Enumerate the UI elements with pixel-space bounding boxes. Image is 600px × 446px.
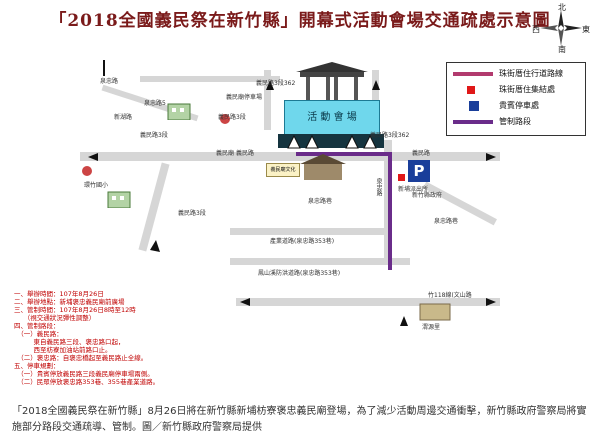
gas-station-icon-2 [82, 166, 92, 176]
arrow-southwest [150, 240, 160, 252]
temple-sign: 義民廟文化 [266, 163, 300, 177]
legend-item-gathering: 珠街厝住集結處 [447, 83, 585, 97]
legend-swatch-parking [469, 101, 479, 111]
arrow-north-2 [372, 80, 380, 90]
label-highway-118: 竹118線(文山路 [428, 292, 472, 299]
info-line: （二）民眾停放褒忠路353巷、355巷產業道路。 [14, 378, 160, 386]
label-yimin-north: 義民路3段362 [256, 80, 296, 87]
legend-item-control: 管制路段 [447, 115, 585, 129]
info-line: （一）貴賓停放義民路三段義民廟停車場兩側。 [14, 370, 154, 378]
info-line: 一、舉辦時間：107年8月26日 [14, 290, 104, 298]
label-weishan: 渭源里 [422, 324, 441, 331]
info-line: （視交通狀況彈性調整） [14, 314, 96, 322]
legend-label-parking: 貴賓停車處 [499, 101, 539, 110]
compass-east: 東 [582, 25, 590, 34]
arrow-west-2 [240, 298, 250, 306]
controlled-section-line [296, 152, 392, 270]
compass-rose: 北 南 東 西 [532, 3, 590, 54]
road-yimin-main [80, 152, 500, 161]
activity-venue: 活 動 會 場 [284, 100, 380, 136]
info-line: 東自義民路三段、褒忠路口起， [14, 338, 125, 346]
legend-label-route: 珠街厝住行道路線 [499, 69, 563, 78]
info-line: 四、管制路段： [14, 322, 60, 330]
label-xinhu: 新湖路 [114, 114, 133, 121]
arrow-west-1 [88, 153, 98, 161]
road-north-left [264, 70, 271, 130]
gathering-point-marker [398, 174, 405, 181]
label-yimin-side-4: 義民路3段 [178, 210, 206, 217]
legend-item-route: 珠街厝住行道路線 [447, 67, 585, 81]
info-line: 五、停車規劃： [14, 362, 60, 370]
yimin-temple-icon [300, 154, 346, 180]
map-title: 「2018全國義民祭在新竹縣」開幕式活動會場交通疏處示意圖 [49, 11, 551, 31]
label-huanzhu-school: 環竹國小 [84, 182, 109, 189]
arrow-east-1 [486, 153, 496, 161]
info-line: （一）義民路： [14, 330, 63, 338]
vip-parking-icon: P [408, 160, 430, 182]
legend-swatch-control [453, 120, 493, 124]
legend-label-control: 管制路段 [499, 117, 531, 126]
venue-base [278, 134, 384, 148]
label-chuanzhong-5: 泉忠路5 [144, 100, 166, 107]
legend-swatch-gathering [467, 86, 475, 94]
info-line: 西至枋寮加油站前路口止。 [14, 346, 112, 354]
compass-west: 西 [532, 25, 540, 34]
compass-south: 南 [558, 45, 566, 54]
yimin-hall-icon [419, 303, 451, 321]
info-line: 三、管制時間：107年8月26日8時至12時 [14, 306, 136, 314]
label-chuanzhong-vertical: 泉忠路 [375, 178, 382, 196]
label-temple-parking: 義民廟停車場 [226, 94, 263, 101]
label-chuanzhong-lane: 泉忠路巷 [434, 218, 459, 225]
label-yimin-mid2: 義民路 [412, 150, 431, 157]
label-chuanzhong: 泉忠路 [100, 78, 119, 85]
label-yimin-temple: 義民廟 [216, 150, 235, 157]
compass-north: 北 [558, 3, 566, 12]
label-chuanzhong-lane-2: 泉忠路巷 [308, 198, 333, 205]
control-route-overlay [88, 60, 496, 326]
photo-caption: 「2018全國義民祭在新竹縣」8月26日將在新竹縣新埔枋寮褒忠義民廟登場，為了減… [12, 406, 587, 433]
road-highway-118 [236, 298, 500, 306]
gas-station-icon [220, 114, 230, 124]
building-icon-2 [107, 191, 131, 208]
label-yimin-mid: 義民路 [236, 150, 255, 157]
arrow-north-1 [266, 80, 274, 90]
map-legend: 珠街厝住行道路線 珠街厝住集結處 貴賓停車處 管制路段 [446, 62, 586, 136]
compass-icon [540, 10, 582, 46]
road-top [140, 76, 280, 82]
temple-gate-icon [296, 62, 368, 102]
warning-signs [287, 134, 377, 149]
label-yimin-side-1: 義民路3段 [140, 132, 168, 139]
map-area: 活 動 會 場 義民廟文化 P 泉忠路 新湖路 義民路3段362 義民路3段36… [0, 40, 600, 396]
label-yimin-side-2: 義民路3段 [218, 114, 246, 121]
label-xiangzhu: 新竹縣政府 [412, 192, 443, 199]
label-chanye-road: 產業道路(泉忠路353巷) [270, 238, 335, 245]
legend-label-gathering: 珠街厝住集結處 [499, 85, 555, 94]
info-line: 二、舉辦地點：新埔褒忠義民廟前廣場 [14, 298, 125, 306]
label-fengshan-road: 鳳山溪防洪道路(泉忠路353巷) [258, 270, 341, 277]
arrow-south-1 [400, 316, 408, 326]
road-fengshan [230, 258, 410, 265]
road-chanye [230, 228, 390, 235]
arrow-east-2 [486, 298, 496, 306]
building-icon [167, 103, 191, 120]
legend-item-parking: 貴賓停車處 [447, 99, 585, 113]
info-line: （二）褒忠路：自褒忠橋起至義民路止全線。 [14, 354, 148, 362]
label-xinpu-police: 新埔派出所 [398, 186, 429, 193]
legend-swatch-route [453, 72, 493, 76]
label-yimin-east: 義民路3段362 [370, 132, 410, 139]
